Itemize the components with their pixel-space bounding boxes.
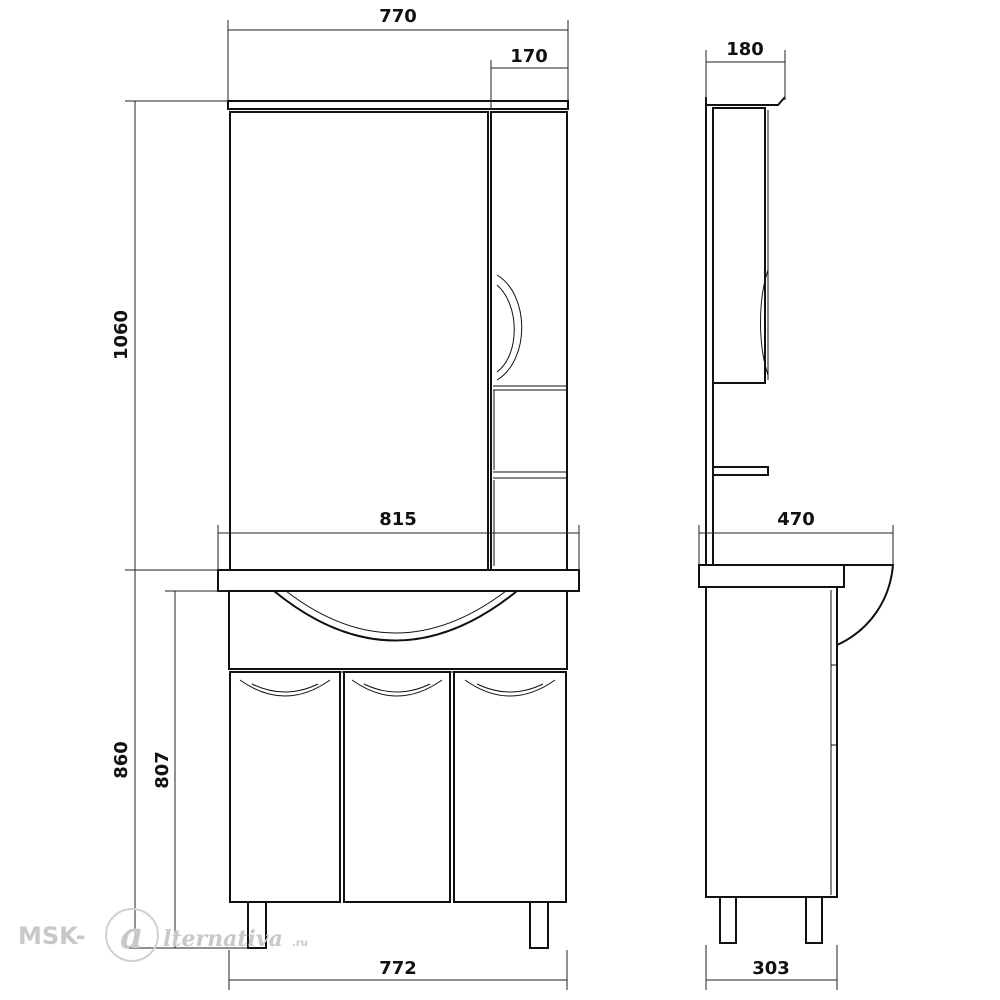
dim-sink-depth: 470 [777, 509, 815, 530]
vanity-front [217, 569, 580, 949]
vanity-side [698, 564, 895, 944]
dimension-lines [125, 20, 894, 990]
dim-total-height: 860 [111, 741, 132, 779]
watermark: MSK- a lternativa .ru [18, 908, 308, 962]
dim-mirror-depth: 180 [726, 39, 764, 60]
leg-right [529, 901, 549, 949]
dim-sink-width: 815 [379, 509, 417, 530]
door-handle-2 [351, 679, 443, 697]
dim-side-cabinet-width: 170 [510, 46, 548, 67]
watermark-logo-icon [105, 908, 159, 962]
dim-top-width: 770 [379, 6, 417, 27]
watermark-domain: .ru [292, 938, 308, 949]
door-handle-3 [464, 679, 556, 697]
watermark-prefix: MSK- [18, 922, 86, 950]
mirror-cabinet-front [227, 100, 569, 571]
leg-left [247, 901, 267, 949]
side-leg-right [805, 896, 823, 944]
mirror-cabinet-side [705, 96, 786, 565]
door-handle-mirror [496, 274, 523, 381]
door-handle-1 [239, 679, 331, 697]
side-leg-left [719, 896, 737, 944]
watermark-suffix: lternativa [163, 926, 283, 952]
basin-bowl [273, 590, 518, 642]
dim-cabinet-height: 807 [152, 751, 173, 789]
dim-cabinet-width: 772 [379, 958, 417, 979]
watermark-letter: a [120, 915, 143, 957]
dim-mirror-height: 1060 [111, 310, 132, 360]
dim-cabinet-depth: 303 [752, 958, 790, 979]
